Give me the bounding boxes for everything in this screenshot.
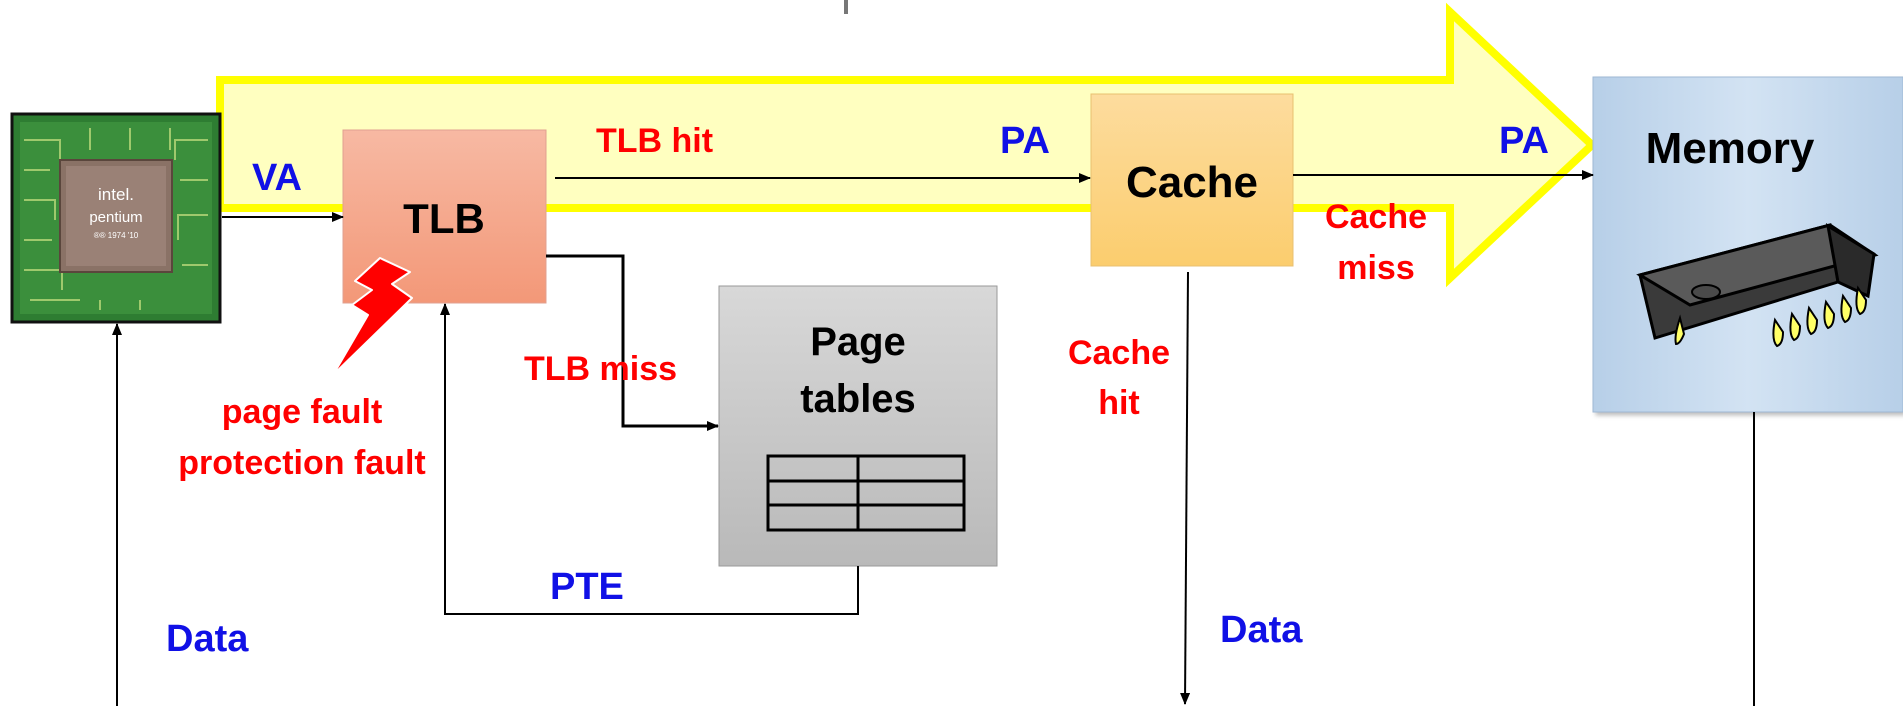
cache-hit-label-line2: hit <box>1098 384 1140 422</box>
memory-box-label: Memory <box>1646 124 1815 173</box>
protection-fault-label: protection fault <box>178 444 425 482</box>
tlb-miss-label: TLB miss <box>524 350 677 388</box>
page-table-grid-icon <box>766 454 966 532</box>
page-tables-label-line1: Page <box>810 320 906 364</box>
tlb-box-label: TLB <box>403 195 485 242</box>
cpu-chip-image: intel. pentium ®® 1974 '10 <box>10 112 222 324</box>
chip-serial-text: ®® 1974 '10 <box>94 231 139 240</box>
page-tables-label-line2: tables <box>800 377 916 421</box>
cache-hit-data-arrow <box>1180 271 1191 705</box>
data-label-middle: Data <box>1220 609 1303 651</box>
data-label-left: Data <box>166 618 249 660</box>
tlb-hit-label: TLB hit <box>596 122 713 160</box>
pte-label: PTE <box>550 566 624 608</box>
pte-arrow <box>440 303 859 615</box>
chip-model-text: pentium <box>89 209 142 226</box>
va-label: VA <box>252 157 302 199</box>
cache-hit-label-line1: Cache <box>1068 334 1170 372</box>
pa-label-2: PA <box>1499 120 1549 162</box>
cache-box-label: Cache <box>1126 158 1258 207</box>
cache-miss-label-line1: Cache <box>1325 198 1427 236</box>
memory-chip-icon <box>1636 222 1879 348</box>
pa-label-1: PA <box>1000 120 1050 162</box>
fault-lightning-icon <box>332 257 413 376</box>
cache-box <box>1090 93 1294 267</box>
chip-brand-text: intel. <box>98 185 134 204</box>
page-fault-label: page fault <box>222 393 383 431</box>
cache-miss-label-line2: miss <box>1337 249 1415 287</box>
tlb-miss-arrow <box>546 254 719 431</box>
